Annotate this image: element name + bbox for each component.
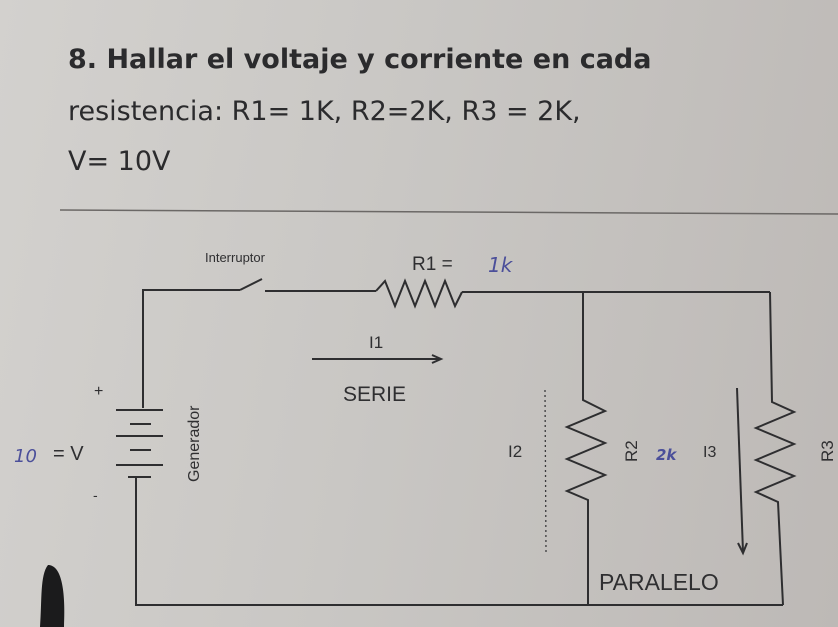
current-i2-dotted-line [544,389,547,553]
resistor-r1 [375,278,463,309]
r1-handwritten-value: 1k [488,253,514,277]
resistor-r3 [753,291,797,606]
r3-label: R3 [818,440,837,462]
problem-line-3: V= 10V [68,146,171,177]
resistor-r2 [564,292,608,605]
switch-blade [239,278,263,291]
series-label: SERIE [343,383,406,406]
r2-label: R2 [622,440,641,462]
minus-sign: - [93,487,98,503]
problem-line-2: resistencia: R1= 1K, R2=2K, R3 = 2K, [68,96,581,127]
switch-label: Interruptor [205,250,266,265]
generator-label: Generador [186,405,203,482]
current-i1-label: I1 [369,333,383,352]
wire-bottom [135,477,783,606]
current-i3-label: I3 [703,444,716,461]
voltage-label: = V [53,443,84,465]
arrowhead-icon [431,354,444,364]
wire-left-top [142,289,240,408]
problem-line-1: 8. Hallar el voltaje y corriente en cada [68,44,651,75]
arrowhead-icon [737,542,748,556]
parallel-label: PARALELO [599,569,719,595]
voltage-handwritten-value: 10 [14,446,37,467]
dark-blob [40,565,65,627]
divider-rule [59,209,838,215]
current-i2-label: I2 [508,442,522,461]
plus-sign: + [94,383,103,400]
r1-label: R1 = [412,254,453,275]
r2-handwritten-value: 2k [656,446,677,464]
battery-symbol [116,409,163,478]
current-i3-arrow [736,387,744,553]
